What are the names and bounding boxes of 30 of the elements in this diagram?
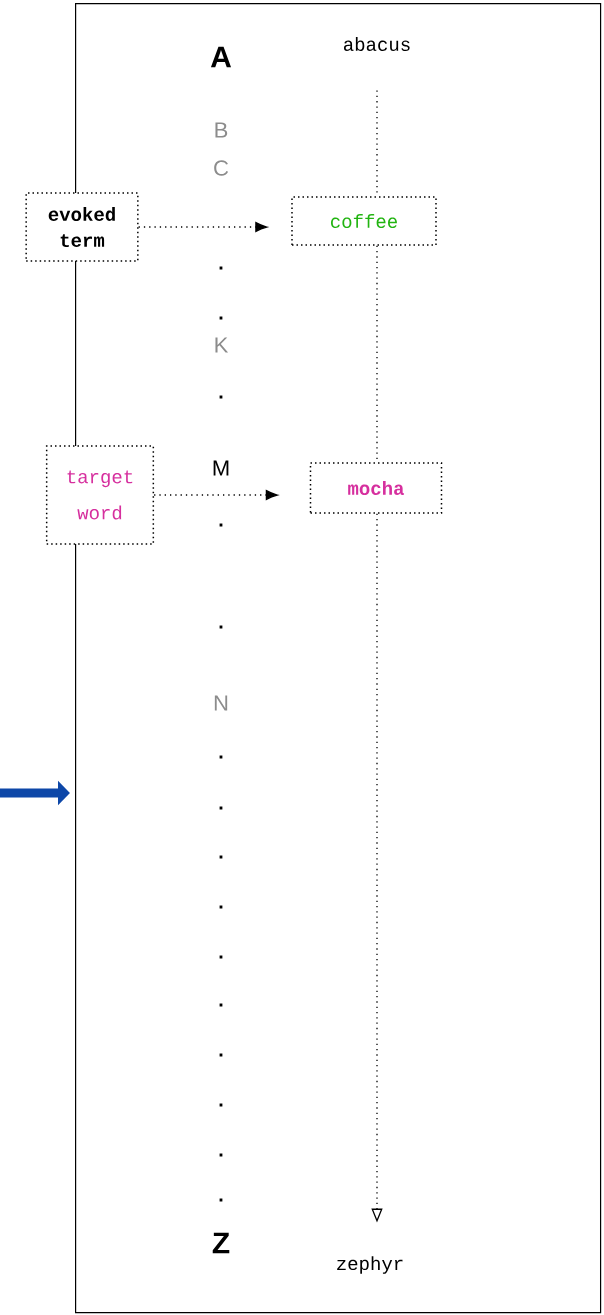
term-box: evoked term (25, 192, 139, 262)
dot-mark: . (219, 955, 223, 959)
word-label: zephyr (337, 1256, 403, 1274)
dot-mark: . (219, 855, 223, 859)
dot-mark: . (219, 806, 223, 810)
dot-mark: . (219, 1103, 223, 1107)
dot-mark: . (219, 625, 223, 629)
word-box: coffee (291, 196, 437, 246)
dot-mark: . (219, 523, 223, 527)
letter-label: K (215, 337, 229, 353)
term-box: target word (45, 445, 155, 545)
dot-mark: . (219, 1153, 223, 1157)
letter-label: M (213, 460, 229, 476)
dot-mark: . (219, 316, 223, 320)
word-label: abacus (344, 37, 410, 51)
arrow (137, 222, 268, 232)
arrow (153, 490, 278, 500)
dot-mark: . (219, 395, 223, 399)
letter-label: B (215, 122, 228, 138)
letter-label: Z (212, 1232, 230, 1254)
letter-label: A (210, 46, 232, 68)
dot-mark: . (219, 905, 223, 909)
dot-mark: . (219, 1003, 223, 1007)
dot-mark: . (219, 1198, 223, 1202)
dot-mark: . (219, 755, 223, 759)
dot-mark: . (219, 266, 223, 270)
letter-label: C (214, 160, 229, 176)
letter-label: N (214, 695, 228, 711)
word-box: mocha (309, 462, 443, 514)
dot-mark: . (219, 1053, 223, 1057)
